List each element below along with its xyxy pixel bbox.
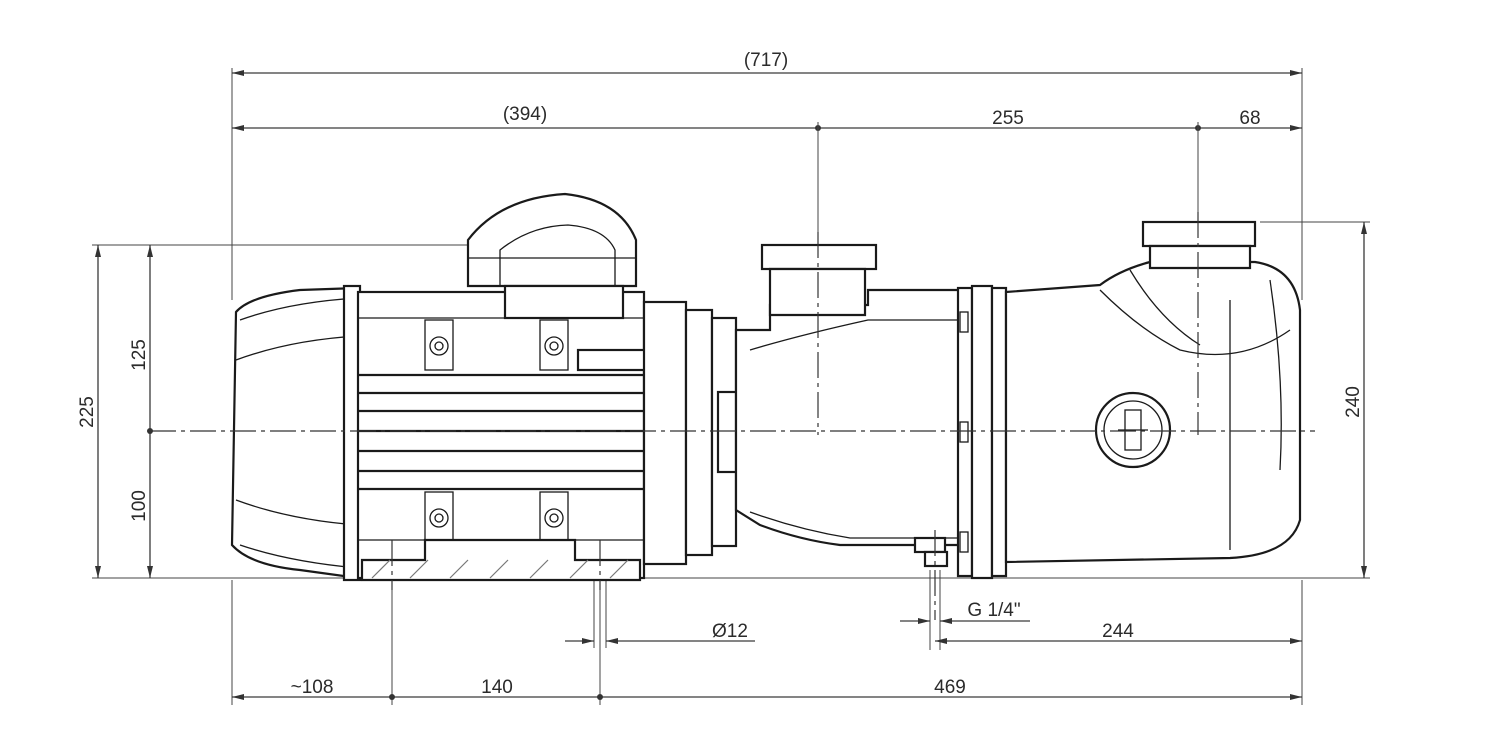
foot-spacing-label: 140 <box>481 677 513 698</box>
drain-to-end-label: 244 <box>1102 621 1134 642</box>
lower-height-label: 100 <box>129 490 150 522</box>
drain-thread-label: G 1/4" <box>967 600 1020 621</box>
motor-length-label: (394) <box>503 104 547 125</box>
inlet-to-outlet-label: 255 <box>992 108 1024 129</box>
bottom-dimensions: ~108 140 469 Ø12 G 1/4" 244 <box>231 545 1303 705</box>
electric-motor <box>230 192 672 582</box>
pump-housing <box>734 220 1302 580</box>
overall-length-label: (717) <box>744 50 788 71</box>
hole-diameter-label: Ø12 <box>712 621 748 642</box>
center-lines <box>150 212 1315 620</box>
outlet-to-end-label: 68 <box>1239 108 1260 129</box>
outlet-height-label: 240 <box>1343 386 1364 418</box>
foot-offset-label: ~108 <box>291 677 334 698</box>
total-height-label: 225 <box>77 396 98 428</box>
coupling-housing <box>642 300 738 566</box>
pump-badge-icon <box>1094 391 1172 469</box>
foot-hatch <box>371 559 629 579</box>
left-dimensions: 225 125 100 <box>77 244 1370 579</box>
foot-to-end-label: 469 <box>934 677 966 698</box>
right-dimensions: 240 <box>1260 221 1370 578</box>
upper-height-label: 125 <box>129 339 150 371</box>
